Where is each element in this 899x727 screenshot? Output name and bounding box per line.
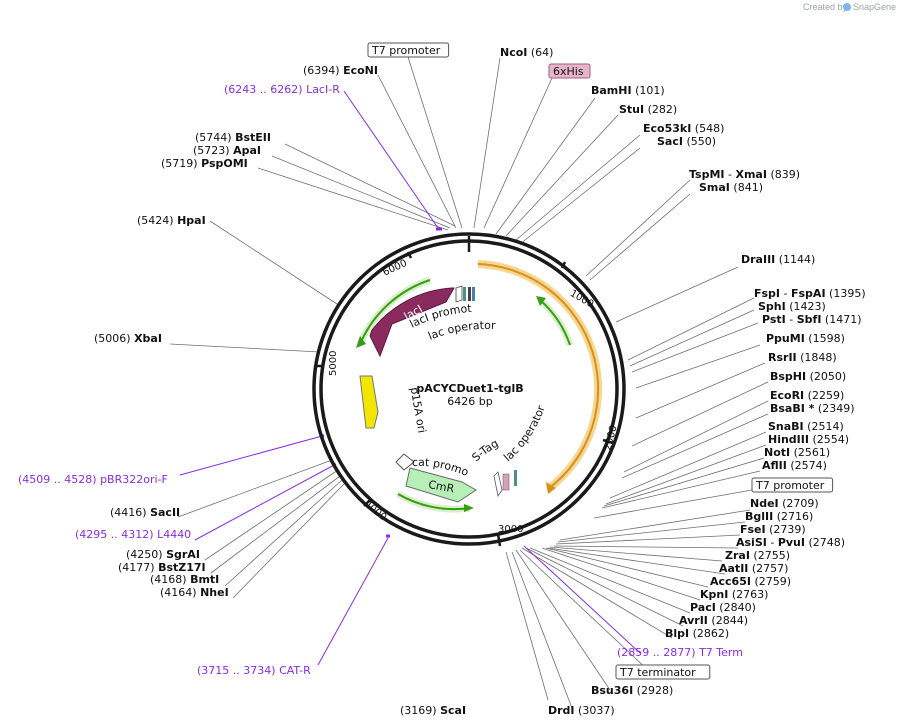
site-label-tspmi: TspMI - XmaI (839) (689, 168, 800, 181)
orf-green-right-arrowhead (536, 296, 546, 306)
site-label-t7-terminator: T7 terminator (619, 666, 696, 679)
site-label-laci-r: (6243 .. 6262) LacI-R (224, 83, 340, 96)
cat-promoter-feature (395, 453, 415, 471)
site-label-sacii: (4416) SacII (110, 506, 180, 519)
s-tag-feature (502, 473, 510, 491)
site-label-avrii: AvrII (2844) (679, 614, 748, 627)
brand-text: SnapGene (853, 2, 896, 12)
site-label-bsu36i: Bsu36I (2928) (591, 684, 673, 697)
lac-operator-feature-1 (463, 287, 466, 301)
site-label-bamhi: BamHI (101) (591, 84, 665, 97)
cmr-feature (405, 467, 477, 503)
tick-label-3000: 3000 (498, 524, 523, 535)
site-label-scai: (3169) ScaI (400, 704, 466, 717)
site-label-eco53ki: Eco53kI (548) (643, 122, 724, 135)
site-label-draiii: DraIII (1144) (741, 253, 815, 266)
site-label-hindiii: HindIII (2554) (768, 433, 849, 446)
site-label-sphi: SphI (1423) (758, 300, 826, 313)
site-label-bsabi-: BsaBI * (2349) (770, 402, 855, 415)
site-label-l4440: (4295 .. 4312) L4440 (75, 528, 191, 541)
site-label-acc65i: Acc65I (2759) (710, 575, 791, 588)
orf-orange-arrowhead (546, 482, 556, 494)
site-label-paci: PacI (2840) (690, 601, 756, 614)
site-label-smai: SmaI (841) (699, 181, 763, 194)
site-label-sgrai: (4250) SgrAI (126, 548, 200, 561)
lac-operator-label-2: lac operator (501, 403, 548, 464)
site-label-aflii: AflII (2574) (762, 459, 827, 472)
feature-box-t7-terminator (615, 664, 711, 680)
site-label-pbr322ori-f: (4509 .. 4528) pBR322ori-F (18, 473, 168, 486)
site-label-6xhis: 6xHis (553, 65, 584, 78)
site-label-aatii: AatII (2757) (719, 562, 788, 575)
cat-promoter-label: cat promoter (0, 0, 471, 479)
site-label-ecori: EcoRI (2259) (770, 389, 844, 402)
s-tag-label: S-Tag (469, 437, 500, 465)
site-label-fspi: FspI - FspAI (1395) (754, 287, 866, 300)
snapgene-logo-icon (843, 3, 851, 11)
site-label-snabi: SnaBI (2514) (768, 420, 844, 433)
site-label-t7-term: (2859 .. 2877) T7 Term (617, 646, 743, 659)
tick-marks (316, 236, 614, 547)
orf-green-right (539, 299, 571, 346)
orf-green-bottom (397, 493, 471, 511)
site-label-t7-promoter: T7 promoter (371, 44, 441, 57)
site-label-bsteii: (5744) BstEII (195, 131, 271, 144)
site-label-nhei: (4164) NheI (160, 586, 229, 599)
site-label-rsrii: RsrII (1848) (768, 351, 837, 364)
orf-green-left (359, 279, 431, 345)
lac-operator-label-1: lac operator (426, 319, 496, 343)
site-label-drdi: DrdI (3037) (548, 704, 615, 717)
site-label-zrai: ZraI (2755) (725, 549, 790, 562)
plasmid-name: pACYCDuet1-tglB (416, 382, 523, 395)
tag-box-6xhis (548, 63, 591, 79)
site-label-stui: StuI (282) (619, 103, 677, 116)
p15a-ori-feature (359, 375, 379, 429)
laci-feature (369, 287, 455, 358)
site-label-ndei: NdeI (2709) (750, 497, 819, 510)
site-label-t7-promoter: T7 promoter (755, 479, 825, 492)
t7-promoter-mark (468, 287, 471, 301)
site-label-noti: NotI (2561) (764, 446, 830, 459)
site-label-blpi: BlpI (2862) (665, 627, 729, 640)
site-label-asisi: AsiSI - PvuI (2748) (736, 536, 845, 549)
site-label-econi: (6394) EcoNI (303, 64, 378, 77)
site-label-xbai: (5006) XbaI (94, 332, 162, 345)
site-label-saci: SacI (550) (657, 135, 716, 148)
primer-lines (179, 90, 641, 666)
site-label-psti: PstI - SbfI (1471) (762, 313, 862, 326)
cmr-label: CmR (427, 478, 455, 495)
site-label-hpai: (5424) HpaI (137, 214, 206, 227)
site-labels: T7 promoter NcoI (64) (6394) EcoNI 6xHis (62… (18, 42, 866, 717)
site-label-ppumi: PpuMI (1598) (766, 332, 845, 345)
his-mark (472, 287, 475, 301)
site-label-apai: (5723) ApaI (193, 144, 261, 157)
created-by-text: Created by (803, 2, 848, 12)
lac-operator-feature-2 (514, 470, 517, 486)
site-label-bglii: BglII (2716) (745, 510, 813, 523)
orf-green-bottom-arrowhead (464, 504, 474, 512)
site-label-bmti: (4168) BmtI (150, 573, 219, 586)
laci-promoter-feature (455, 285, 463, 303)
orf-orange (477, 263, 600, 490)
leader-lines (169, 56, 769, 709)
feature-box-t7-promoter (751, 477, 834, 493)
site-label-ncoi: NcoI (64) (500, 46, 553, 59)
site-label-cat-r: (3715 .. 3734) CAT-R (197, 664, 311, 677)
site-label-pspomi: (5719) PspOMI (161, 157, 248, 170)
s-tag-promoter-feature (493, 471, 503, 498)
feature-box-t7-promoter (367, 42, 450, 58)
plasmid-size: 6426 bp (447, 395, 492, 408)
orf-green-left-arrowhead (356, 336, 366, 348)
site-label-bsphi: BspHI (2050) (770, 370, 846, 383)
site-label-fsei: FseI (2739) (740, 523, 806, 536)
site-label-kpni: KpnI (2763) (700, 588, 768, 601)
backbone-outer (312, 232, 626, 546)
site-label-bstz17i: (4177) BstZ17I (118, 561, 206, 574)
tick-label-5000: 5000 (328, 351, 339, 376)
